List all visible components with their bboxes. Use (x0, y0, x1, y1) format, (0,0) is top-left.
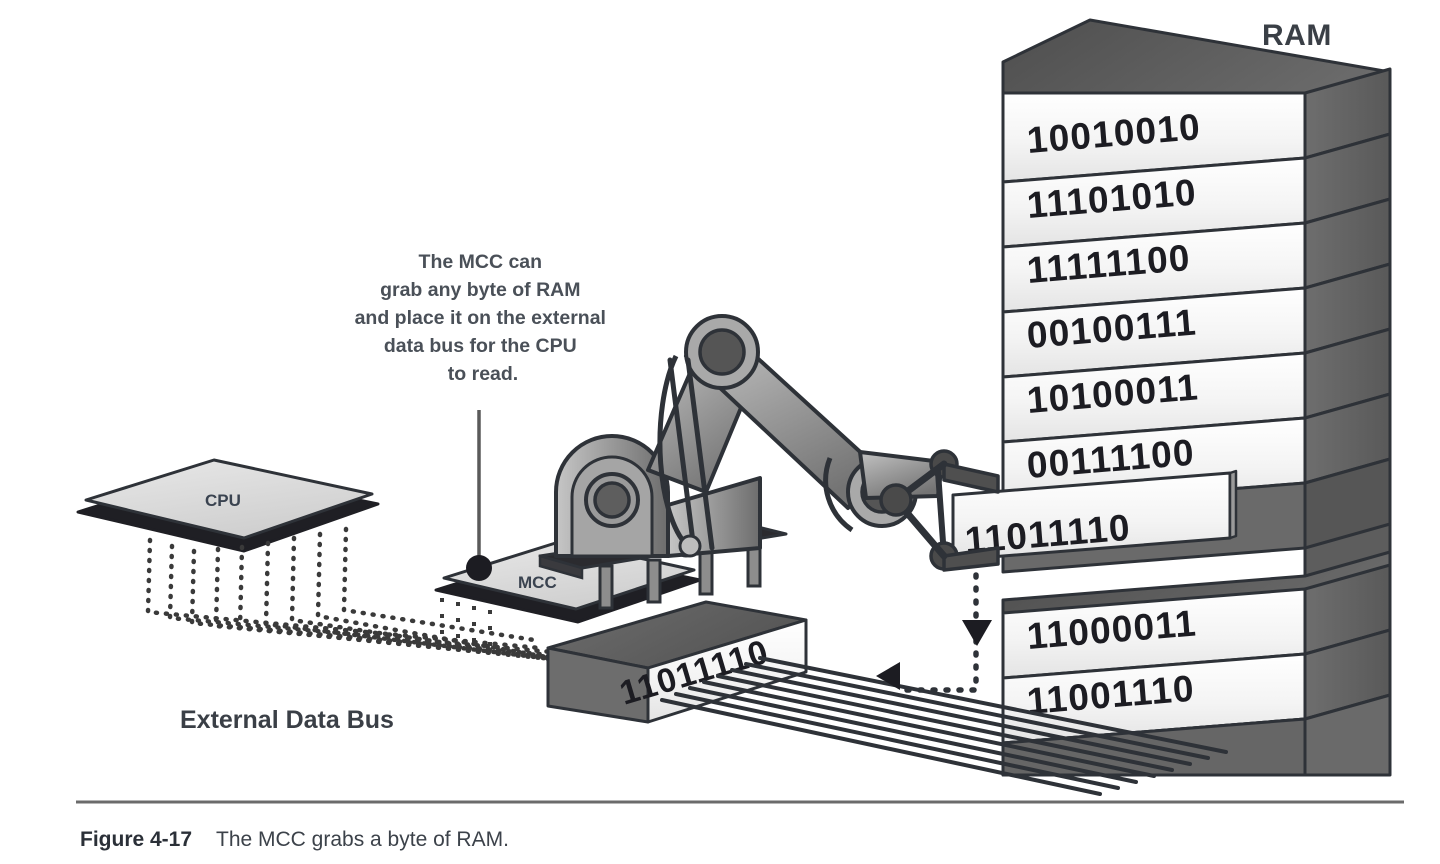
arrow-down-icon (962, 620, 992, 646)
mcc-label: MCC (518, 573, 557, 592)
external-data-bus-wires (660, 656, 1228, 796)
annotation-line: grab any byte of RAM (380, 279, 580, 301)
ram-grabbed-slab: 11011110 (951, 469, 1238, 562)
annotation-line: The MCC can (419, 251, 543, 273)
cpu-bus-traces (145, 526, 611, 671)
robot-gripper (879, 449, 1000, 572)
ram-slab-row (1001, 327, 1392, 444)
robot-upper-arm (646, 314, 882, 558)
cpu-chip: CPU (76, 458, 380, 553)
figure-number: Figure 4-17 (80, 828, 192, 851)
robot-arm (554, 314, 1000, 572)
figure-caption: Figure 4-17 The MCC grabs a byte of RAM. (76, 800, 1404, 851)
leader-dot-icon (466, 555, 492, 581)
annotation-line: and place it on the external (355, 307, 606, 329)
arrow-left-icon (876, 662, 900, 690)
annotation-line: to read. (448, 363, 518, 385)
ram-slab-row (1001, 197, 1392, 314)
ram-slab-row (1001, 67, 1392, 184)
external-data-bus-label: External Data Bus (180, 706, 394, 734)
annotation-line: data bus for the CPU (384, 335, 577, 357)
ram-module: 10010010 11101010 11111100 00100111 1010… (1001, 18, 1392, 777)
mcc-pin-field (440, 598, 492, 646)
svg-text:The MCC can grab any byt: The MCC can grab any byte of RAM and pla… (355, 251, 612, 385)
cpu-label: CPU (205, 491, 241, 510)
ram-slabs-upper (1001, 67, 1392, 509)
figure-caption-text: The MCC grabs a byte of RAM. (216, 828, 509, 851)
annotation-callout: The MCC can grab any byte of RAM and pla… (355, 251, 612, 581)
ram-label: RAM (1262, 19, 1332, 52)
byte-transfer-path (876, 572, 992, 693)
ram-slab-row (1001, 563, 1392, 680)
